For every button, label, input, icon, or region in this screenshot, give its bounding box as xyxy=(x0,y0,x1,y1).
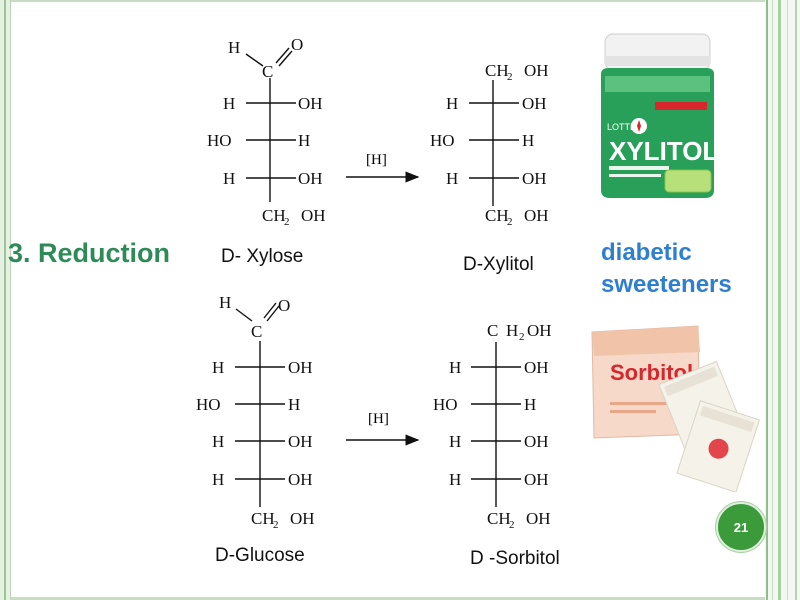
svg-text:H: H xyxy=(524,395,536,414)
side-note-line-2: sweeteners xyxy=(601,271,732,298)
svg-text:H: H xyxy=(522,131,534,150)
svg-text:H: H xyxy=(449,432,461,451)
svg-text:C: C xyxy=(251,322,262,341)
side-note: diabetic sweeteners xyxy=(601,237,732,301)
xylitol-brand-label: XYLITOL xyxy=(609,136,718,166)
svg-text:2: 2 xyxy=(507,71,513,83)
svg-text:OH: OH xyxy=(522,169,547,188)
svg-text:H: H xyxy=(223,94,235,113)
svg-text:OH: OH xyxy=(524,61,549,80)
page-number-badge: 21 xyxy=(716,502,766,552)
svg-text:OH: OH xyxy=(298,169,323,188)
xylitol-maker-label: LOTTE xyxy=(607,122,636,132)
svg-text:H: H xyxy=(223,169,235,188)
svg-text:2: 2 xyxy=(507,216,513,228)
xylitol-gum-jar-image: LOTTE XYLITOL xyxy=(601,33,718,198)
reagent-label-1: [H] xyxy=(366,152,387,168)
svg-text:CH: CH xyxy=(487,509,511,528)
reagent-label-2: [H] xyxy=(368,411,389,427)
caption-d-xylose: D- Xylose xyxy=(221,246,304,267)
svg-text:C: C xyxy=(262,62,273,81)
svg-text:2: 2 xyxy=(509,519,515,531)
svg-text:OH: OH xyxy=(526,509,551,528)
svg-text:O: O xyxy=(278,296,290,315)
d-glucose-structure xyxy=(235,302,285,507)
svg-text:H: H xyxy=(212,432,224,451)
svg-text:OH: OH xyxy=(527,321,552,340)
caption-d-sorbitol: D -Sorbitol xyxy=(470,548,560,569)
frame-top-border xyxy=(0,0,800,2)
svg-text:H: H xyxy=(506,321,518,340)
svg-text:H: H xyxy=(449,470,461,489)
svg-text:HO: HO xyxy=(430,131,455,150)
svg-text:HO: HO xyxy=(207,131,232,150)
d-sorbitol-structure xyxy=(471,342,521,507)
svg-text:OH: OH xyxy=(524,470,549,489)
side-note-line-1: diabetic xyxy=(601,239,692,266)
caption-d-glucose: D-Glucose xyxy=(215,545,305,566)
svg-text:C: C xyxy=(487,321,498,340)
svg-text:2: 2 xyxy=(519,331,525,343)
frame-left-border xyxy=(0,0,11,600)
svg-text:H: H xyxy=(298,131,310,150)
svg-text:OH: OH xyxy=(288,358,313,377)
caption-d-xylitol: D-Xylitol xyxy=(463,254,534,275)
svg-text:OH: OH xyxy=(290,509,315,528)
svg-text:O: O xyxy=(291,35,303,54)
svg-text:H: H xyxy=(228,38,240,57)
svg-text:OH: OH xyxy=(288,470,313,489)
svg-text:OH: OH xyxy=(522,94,547,113)
svg-text:H: H xyxy=(446,169,458,188)
svg-text:H: H xyxy=(212,470,224,489)
svg-text:H: H xyxy=(212,358,224,377)
sorbitol-sachet-image: Sorbitol 5g xyxy=(591,325,761,492)
svg-text:H: H xyxy=(288,395,300,414)
d-xylose-structure xyxy=(245,47,296,202)
svg-text:CH: CH xyxy=(262,206,286,225)
svg-text:OH: OH xyxy=(524,432,549,451)
svg-text:OH: OH xyxy=(288,432,313,451)
svg-text:H: H xyxy=(219,293,231,312)
svg-text:H: H xyxy=(446,94,458,113)
svg-text:HO: HO xyxy=(433,395,458,414)
svg-text:CH: CH xyxy=(485,206,509,225)
frame-bottom-border xyxy=(0,597,800,600)
svg-text:CH: CH xyxy=(251,509,275,528)
svg-text:OH: OH xyxy=(524,358,549,377)
svg-text:OH: OH xyxy=(298,94,323,113)
svg-text:OH: OH xyxy=(301,206,326,225)
svg-text:OH: OH xyxy=(524,206,549,225)
svg-text:2: 2 xyxy=(273,519,279,531)
frame-right-border xyxy=(765,0,800,600)
svg-text:H: H xyxy=(449,358,461,377)
svg-text:CH: CH xyxy=(485,61,509,80)
slide-heading: 3. Reduction xyxy=(8,238,171,268)
svg-text:2: 2 xyxy=(284,216,290,228)
d-xylitol-structure xyxy=(469,80,519,206)
svg-text:HO: HO xyxy=(196,395,221,414)
